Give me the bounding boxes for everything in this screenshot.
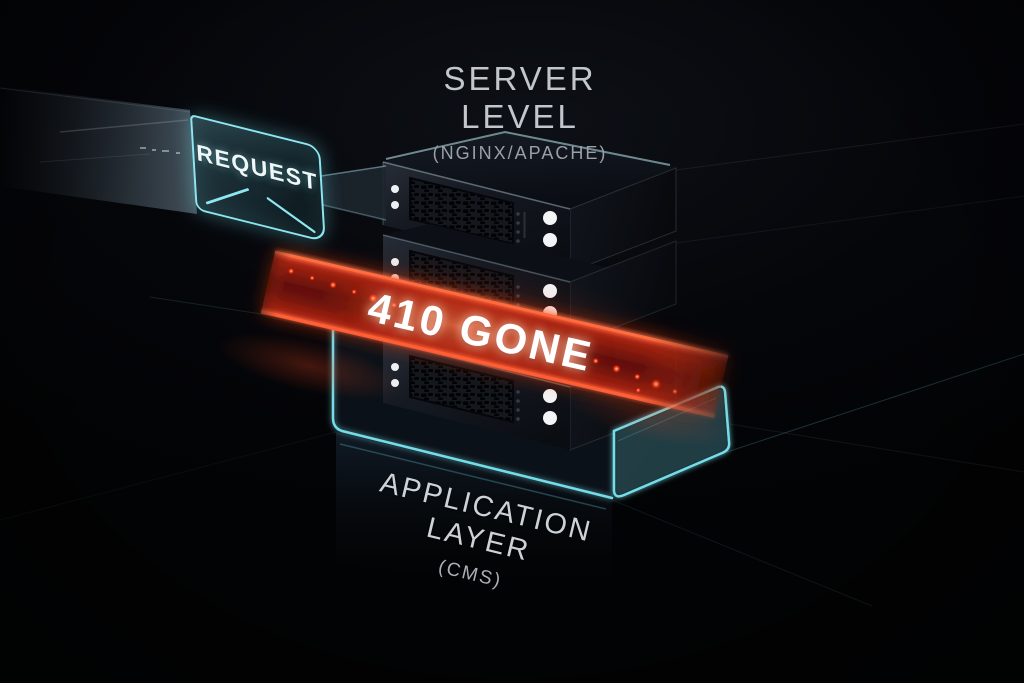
floor-line: [726, 353, 1024, 453]
server-unit-1: [382, 130, 677, 273]
request-envelope: REQUEST: [190, 114, 326, 243]
led-light: [391, 363, 399, 371]
floor-line: [611, 499, 873, 607]
server-level-heading: SERVER LEVEL (NGINX/APACHE): [392, 60, 648, 164]
port-slot: [523, 212, 526, 238]
tray-inner-lip: [339, 443, 607, 510]
banner-glow-dots: [288, 268, 678, 395]
floor-line: [675, 195, 1024, 244]
led-light: [543, 233, 557, 247]
port-dots: [516, 390, 520, 421]
tray-left-wall-outline: [331, 320, 614, 500]
floor-lines: [0, 123, 1024, 607]
beam-connector: [320, 165, 387, 221]
server-grille: [409, 354, 514, 424]
page-title: SERVER LEVEL: [443, 60, 597, 135]
request-beam: [0, 86, 197, 214]
server-top-face: [383, 133, 676, 209]
floor-line: [675, 123, 1024, 171]
led-light: [391, 201, 399, 209]
floor-line: [0, 431, 337, 521]
server-top-highlight: [385, 130, 671, 166]
led-light: [391, 185, 399, 193]
beam-motion-dots: [140, 147, 180, 154]
server-front-edge: [382, 161, 571, 210]
error-banner: [260, 249, 729, 418]
floor-line: [729, 423, 1024, 473]
server-grille: [409, 176, 514, 246]
led-light: [543, 411, 557, 425]
port-dots: [516, 212, 520, 243]
led-light: [543, 211, 557, 225]
led-light: [543, 389, 557, 403]
server-top-face: [383, 224, 617, 282]
floor-line: [149, 296, 276, 317]
envelope-flap-icon: [205, 188, 316, 234]
page-subtitle: (NGINX/APACHE): [432, 143, 608, 163]
tray-front-wall: [336, 432, 612, 590]
